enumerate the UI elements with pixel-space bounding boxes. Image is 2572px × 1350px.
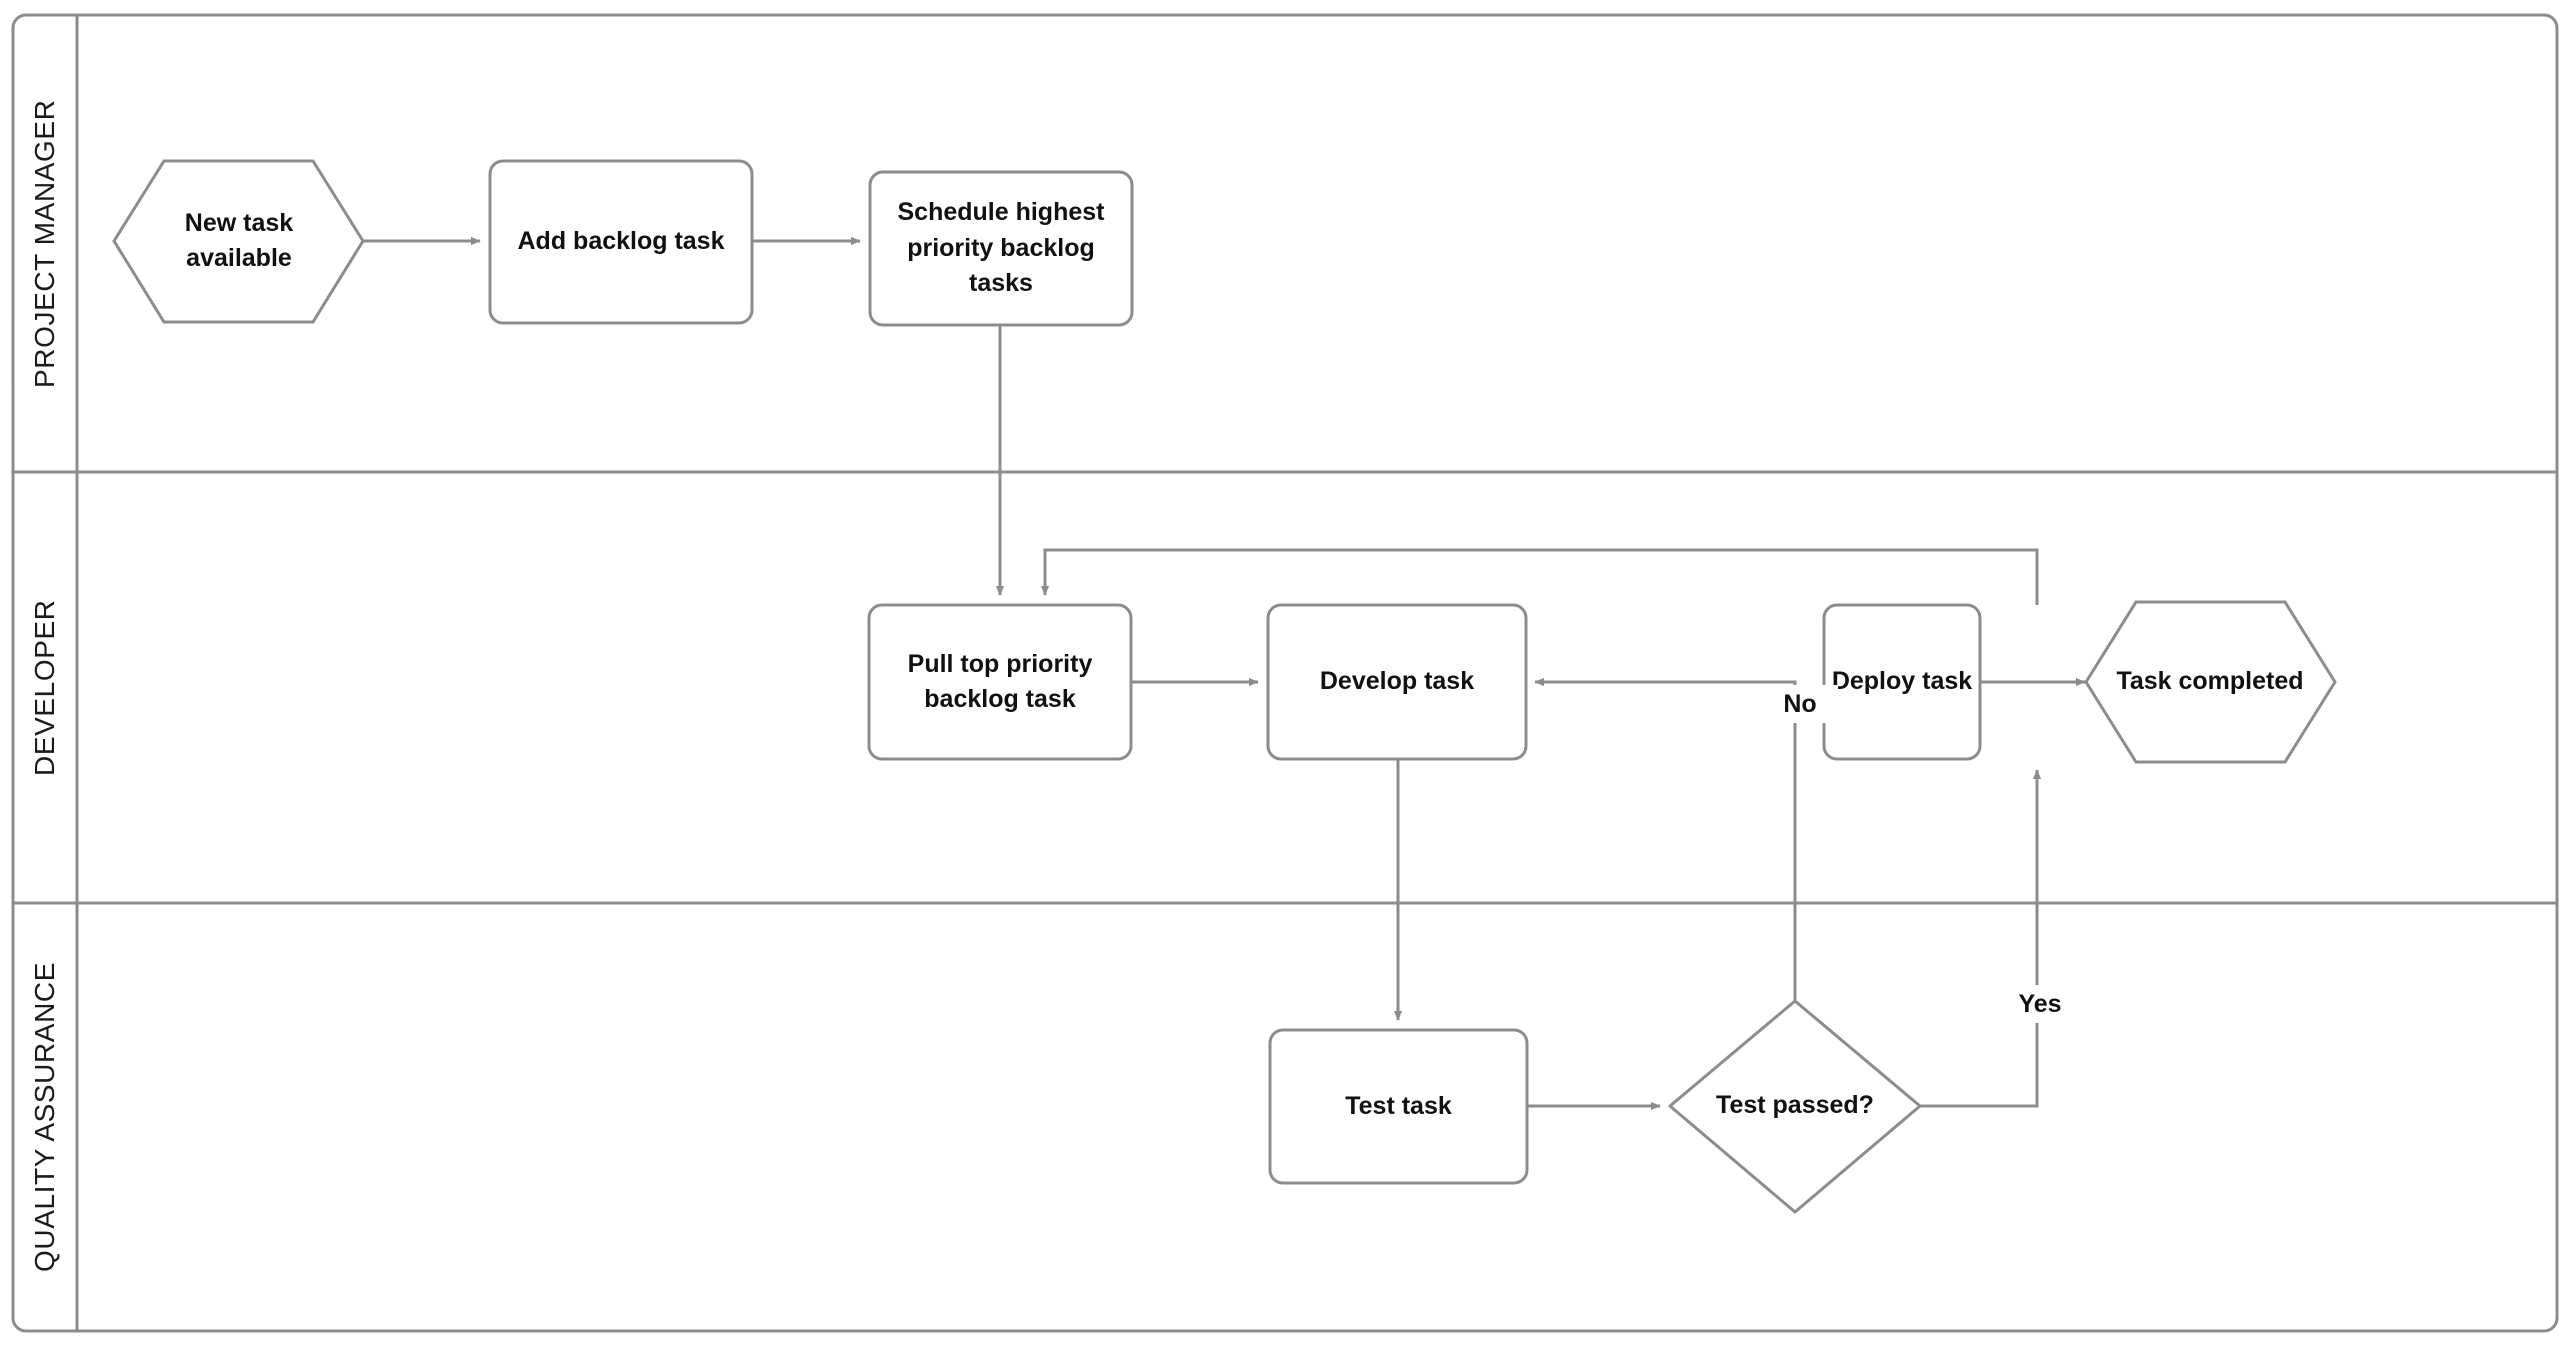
node-develop-task[interactable]: [1266, 603, 1528, 761]
node-pull-top-priority-backlog-task[interactable]: [867, 603, 1133, 761]
lane-label-quality-assurance: QUALITY ASSURANCE: [29, 962, 60, 1273]
hit-develop-task[interactable]: [1268, 605, 1526, 759]
node-test-passed[interactable]: [1668, 999, 1922, 1214]
hit-task-completed[interactable]: [2086, 602, 2335, 762]
edge-deploy-to-pull: [1040, 548, 2039, 605]
hit-test-task[interactable]: [1270, 1030, 1527, 1183]
hit-pull-top-priority-backlog-task[interactable]: [869, 605, 1131, 759]
hit-add-backlog-task[interactable]: [490, 161, 752, 323]
node-new-task-available[interactable]: [112, 159, 365, 324]
lane-label-developer: DEVELOPER: [29, 599, 60, 777]
edge-label-yes: Yes: [1997, 985, 2083, 1023]
edges-layer: Develop task --> Deploy task -->: [363, 236, 2086, 1111]
lane-label-project-manager: PROJECT MANAGER: [29, 99, 60, 388]
node-deploy-task[interactable]: [1822, 603, 1982, 761]
hit-deploy-task[interactable]: [1824, 605, 1980, 759]
hit-schedule-highest-priority-backlog-tasks[interactable]: [870, 172, 1132, 325]
node-schedule-highest-priority-backlog-tasks[interactable]: [868, 170, 1134, 327]
nodes-layer: [112, 159, 2337, 1214]
node-add-backlog-task[interactable]: [488, 159, 754, 325]
edge-test-passed-yes: [1920, 769, 2042, 1108]
node-test-task[interactable]: [1268, 1028, 1529, 1185]
hit-new-task-available[interactable]: [114, 161, 363, 322]
edge-test-passed-no: [1534, 677, 1797, 1001]
node-task-completed[interactable]: [2084, 600, 2337, 764]
hit-test-passed[interactable]: [1670, 1001, 1920, 1212]
edge-label-no: No: [1762, 685, 1838, 723]
